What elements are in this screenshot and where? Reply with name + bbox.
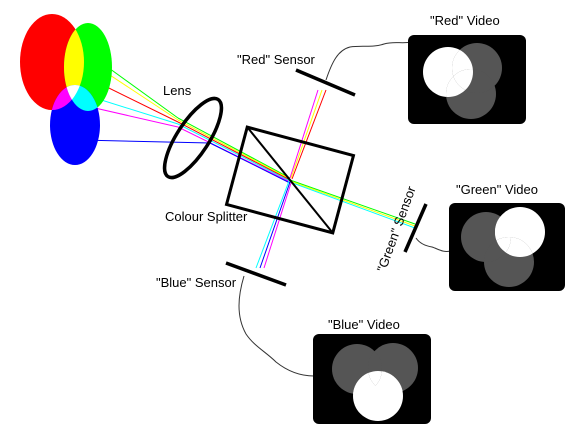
blue-video-label: "Blue" Video [328, 317, 400, 332]
ray-blue [79, 139, 211, 144]
source-colour-circles [20, 14, 112, 165]
red-sensor [295, 68, 356, 97]
colour-splitter-label: Colour Splitter [165, 209, 248, 224]
red-cable [325, 41, 413, 81]
blue-sensor-label: "Blue" Sensor [156, 275, 237, 290]
sensor-cables [238, 41, 451, 377]
green-video-label: "Green" Video [456, 182, 538, 197]
red-sensor-label: "Red" Sensor [237, 52, 316, 67]
red-video-label: "Red" Video [430, 13, 500, 28]
ray-cyan [94, 97, 179, 125]
lens-label: Lens [163, 83, 192, 98]
red-video-monitor [408, 35, 526, 124]
green-video-monitor [449, 203, 565, 291]
green-sensor-label: "Green" Sensor [374, 184, 419, 274]
light-rays [51, 51, 416, 269]
green-sensor [403, 203, 428, 253]
blue-video-monitor [313, 334, 431, 424]
colour-splitter [224, 125, 356, 235]
lens [162, 96, 224, 180]
green-cable [415, 237, 451, 252]
blue-cable [238, 275, 315, 377]
blue-sensor [225, 261, 287, 287]
